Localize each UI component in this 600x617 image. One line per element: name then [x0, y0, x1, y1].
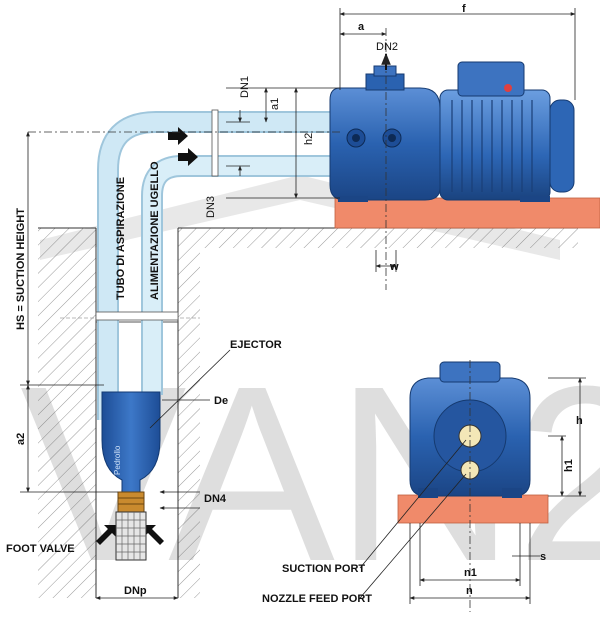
- dim-h-label: h: [576, 415, 583, 427]
- dn2-label: DN2: [376, 41, 398, 53]
- nozzle-pipe-label: ALIMENTAZIONE UGELLO: [149, 161, 161, 300]
- nozzle-feed-port-label: NOZZLE FEED PORT: [262, 593, 372, 605]
- dim-s-label: s: [540, 551, 546, 563]
- foot-valve-label: FOOT VALVE: [6, 543, 75, 555]
- foot-valve: [115, 491, 147, 561]
- dn4-label: DN4: [204, 493, 227, 505]
- dim-w-label: w: [389, 261, 399, 273]
- de-label: De: [214, 395, 228, 407]
- pipes: [95, 109, 340, 420]
- suction-port-label: SUCTION PORT: [282, 563, 365, 575]
- dn1-label: DN1: [239, 76, 251, 98]
- dim-a-label: a: [358, 21, 365, 33]
- dim-n1-label: n1: [464, 567, 477, 579]
- dnp-label: DNp: [124, 585, 147, 597]
- dim-h1-label: h1: [563, 459, 575, 472]
- ground-hatching: [38, 227, 578, 598]
- pump-front-view: [397, 361, 549, 524]
- dim-h2-label: h2: [303, 133, 315, 145]
- suction-height-label: HS = SUCTION HEIGHT: [15, 208, 27, 330]
- dim-f-label: f: [462, 3, 466, 15]
- dim-a2-label: a2: [15, 433, 27, 445]
- ejector-brand: Pedrollo: [113, 445, 122, 475]
- pump-base: [334, 197, 600, 229]
- dim-a1-label: a1: [269, 98, 281, 110]
- ejector-label: EJECTOR: [230, 339, 282, 351]
- dimension-lines: [20, 8, 586, 612]
- flow-arrows: [96, 127, 198, 545]
- dim-n-label: n: [466, 585, 473, 597]
- suction-pipe-label: TUBO DI ASPIRAZIONE: [115, 177, 127, 300]
- dn3-label: DN3: [205, 196, 217, 218]
- pump-side-view: [329, 61, 600, 229]
